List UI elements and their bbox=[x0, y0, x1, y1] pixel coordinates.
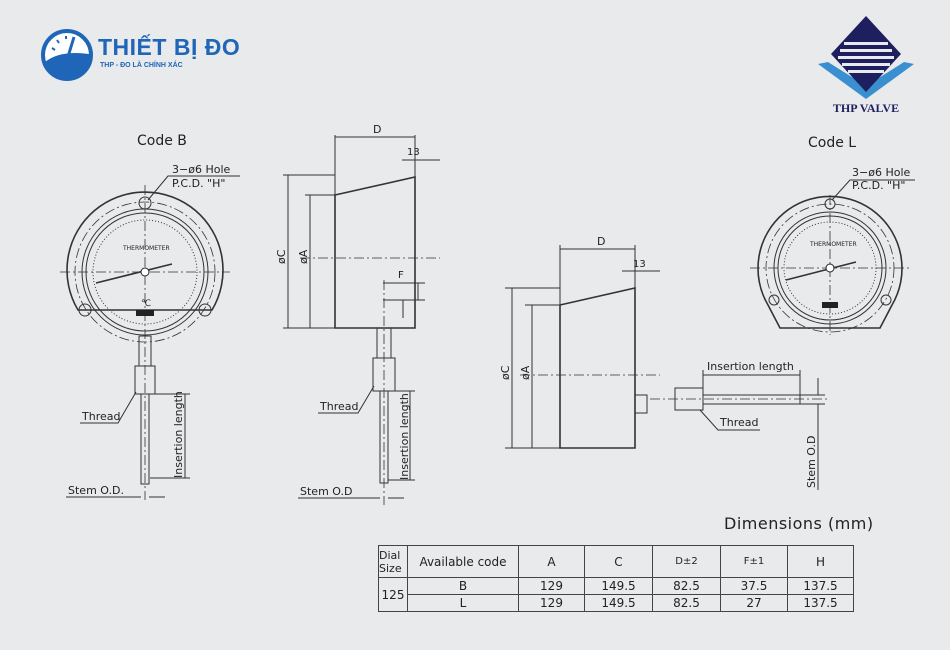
code-l-front-view: Code L 3−ø6 Hole P.C.D. "H" THERMOMETER bbox=[750, 135, 915, 335]
thp-valve-icon bbox=[818, 16, 914, 99]
header-f: F±1 bbox=[720, 545, 788, 578]
side-b-a-label: øA bbox=[297, 249, 310, 264]
brand-tagline: THP - ĐO LÀ CHÍNH XÁC bbox=[100, 62, 183, 69]
header-dial-size: Dial Size bbox=[378, 545, 408, 578]
code-l-pcd-label: P.C.D. "H" bbox=[852, 179, 905, 192]
c-cell: 149.5 bbox=[584, 577, 653, 595]
code-l-hole-label: 3−ø6 Hole bbox=[852, 166, 910, 179]
side-b-c-label: øC bbox=[275, 249, 288, 264]
table-row: L 129 149.5 82.5 27 137.5 bbox=[379, 594, 854, 612]
code-b-pcd-label: P.C.D. "H" bbox=[172, 177, 225, 190]
partner-name: THP VALVE bbox=[832, 101, 900, 115]
a-cell: 129 bbox=[518, 577, 585, 595]
header-d: D±2 bbox=[652, 545, 721, 578]
code-cell: L bbox=[407, 594, 519, 612]
side-b-13-label: 13 bbox=[407, 147, 420, 158]
thp-valve-logo: THP VALVE bbox=[816, 14, 916, 119]
d-cell: 82.5 bbox=[652, 594, 721, 612]
side-b-thread-label: Thread bbox=[319, 400, 358, 413]
side-l-a-label: øA bbox=[519, 365, 532, 380]
table-header-row: Dial Size Available code A C D±2 F±1 H bbox=[378, 545, 854, 578]
code-b-side-view: D 13 øC øA F Thread Insertion length Ste… bbox=[275, 123, 440, 505]
brand-name: THIẾT BỊ ĐO bbox=[98, 34, 241, 60]
side-l-d-label: D bbox=[597, 235, 605, 248]
side-l-stem-label: Stem O.D bbox=[805, 436, 818, 488]
header-a: A bbox=[518, 545, 585, 578]
f-cell: 27 bbox=[720, 594, 788, 612]
code-l-title: Code L bbox=[808, 135, 856, 151]
code-b-unit: ℃ bbox=[141, 299, 151, 309]
c-cell: 149.5 bbox=[584, 594, 653, 612]
code-b-front-view: Code B 3−ø6 Hole P.C.D. "H" THERMOMETER … bbox=[60, 133, 240, 500]
code-b-thread-label: Thread bbox=[81, 410, 120, 423]
side-l-13-label: 13 bbox=[633, 259, 646, 270]
dial-size-cell: 125 bbox=[378, 577, 408, 612]
f-cell: 37.5 bbox=[720, 577, 788, 595]
dimensions-table: Dial Size Available code A C D±2 F±1 H 1… bbox=[378, 545, 854, 612]
h-cell: 137.5 bbox=[787, 577, 854, 595]
code-l-side-view: D 13 øC øA Insertion length Thread Stem … bbox=[499, 235, 830, 490]
header-h: H bbox=[787, 545, 854, 578]
a-cell: 129 bbox=[518, 594, 585, 612]
code-l-dial-text: THERMOMETER bbox=[809, 241, 857, 248]
header-code: Available code bbox=[407, 545, 519, 578]
side-b-f-label: F bbox=[398, 270, 404, 281]
side-l-thread-label: Thread bbox=[719, 416, 758, 429]
thietbido-logo: THIẾT BỊ ĐO THP - ĐO LÀ CHÍNH XÁC bbox=[40, 28, 255, 83]
side-b-stem-label: Stem O.D bbox=[300, 485, 352, 498]
side-l-insertion-label: Insertion length bbox=[707, 360, 794, 373]
gauge-logo-icon bbox=[41, 29, 93, 81]
code-cell: B bbox=[407, 577, 519, 595]
code-b-title: Code B bbox=[137, 133, 187, 149]
side-l-c-label: øC bbox=[499, 365, 512, 380]
code-b-hole-label: 3−ø6 Hole bbox=[172, 163, 230, 176]
h-cell: 137.5 bbox=[787, 594, 854, 612]
d-cell: 82.5 bbox=[652, 577, 721, 595]
side-b-d-label: D bbox=[373, 123, 381, 136]
side-b-insertion-label: Insertion length bbox=[398, 393, 411, 480]
code-b-dial-text: THERMOMETER bbox=[122, 245, 170, 252]
code-b-insertion-label: Insertion length bbox=[172, 391, 185, 478]
table-row: 125 B 129 149.5 82.5 37.5 137.5 bbox=[378, 577, 854, 612]
dimensions-title: Dimensions (mm) bbox=[724, 514, 874, 533]
code-b-stem-label: Stem O.D. bbox=[68, 484, 124, 497]
header-c: C bbox=[584, 545, 653, 578]
